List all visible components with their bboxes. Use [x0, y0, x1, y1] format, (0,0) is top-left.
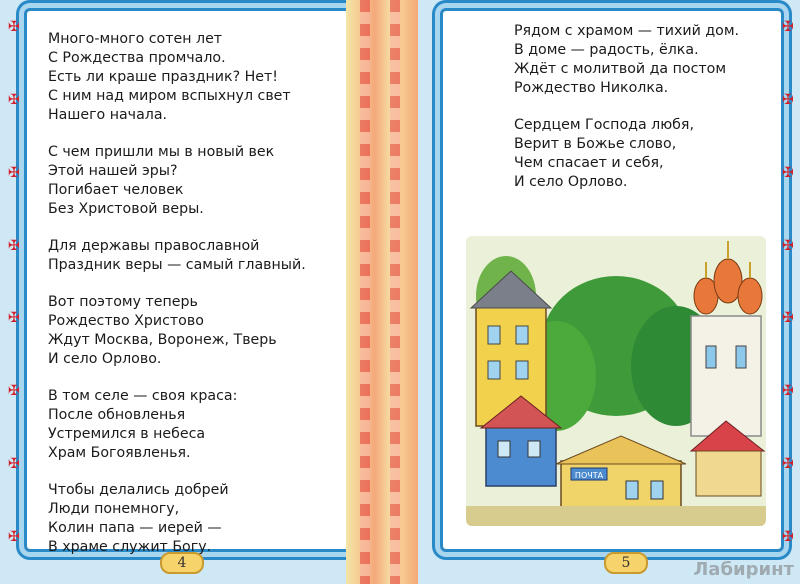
verse-line: Нашего начала.: [48, 107, 168, 123]
ornament-icon: ✠: [8, 528, 20, 545]
stanza: Чтобы делались добрей Люди понемногу, Ко…: [48, 481, 328, 557]
verse-line: Этой нашей эры?: [48, 163, 178, 179]
ornament-icon: ✠: [8, 237, 20, 254]
spine-stripe: [390, 0, 400, 584]
ornament-icon: ✠: [782, 383, 794, 400]
ornament-icon: ✠: [782, 91, 794, 108]
verse-line: После обновленья: [48, 407, 186, 423]
verse-line: Без Христовой веры.: [48, 201, 204, 217]
ornament-icon: ✠: [8, 19, 20, 35]
verse-line: Рядом с храмом — тихий дом.: [514, 23, 740, 39]
left-page: ✠ ✠ ✠ ✠ ✠ ✠ ✠ ✠ Много-много сотен лет С …: [0, 0, 372, 584]
verse-line: Сердцем Господа любя,: [514, 117, 694, 133]
verse-line: С чем пришли мы в новый век: [48, 144, 275, 160]
verse-line: Рождество Христово: [48, 313, 204, 329]
verse-line: Вот поэтому теперь: [48, 294, 198, 310]
ornament-icon: ✠: [782, 456, 794, 473]
verse-line: Ждёт с молитвой да постом: [514, 61, 727, 77]
ornament-icon: ✠: [782, 237, 794, 254]
right-ornament-column: ✠ ✠ ✠ ✠ ✠ ✠ ✠ ✠: [780, 20, 796, 544]
spine-stripe: [360, 0, 370, 584]
ground: [466, 506, 766, 526]
stanza: Рядом с храмом — тихий дом. В доме — рад…: [514, 22, 794, 98]
ornament-icon: ✠: [8, 91, 20, 108]
verse-line: В доме — радость, ёлка.: [514, 42, 699, 58]
ornament-icon: ✠: [8, 310, 20, 327]
verse-line: В том селе — своя краса:: [48, 388, 238, 404]
ornament-icon: ✠: [8, 164, 20, 181]
verse-line: С ним над миром вспыхнул свет: [48, 88, 291, 104]
ornament-icon: ✠: [782, 19, 794, 35]
ornament-icon: ✠: [8, 383, 20, 400]
verse-line: Колин папа — иерей —: [48, 520, 222, 536]
verse-line: Для державы православной: [48, 238, 260, 254]
verse-line: Устремился в небеса: [48, 426, 206, 442]
verse-line: В храме служит Богу.: [48, 539, 212, 555]
post-sign-text: ПОЧТА: [575, 471, 604, 480]
verse-line: Погибает человек: [48, 182, 184, 198]
red-roof-house: [689, 420, 766, 497]
right-page: Рядом с храмом — тихий дом. В доме — рад…: [418, 0, 800, 584]
church: [690, 241, 763, 437]
verse-line: И село Орлово.: [514, 174, 628, 190]
page-number: 4: [160, 552, 204, 574]
verse-line: Праздник веры — самый главный.: [48, 257, 306, 273]
ornament-icon: ✠: [782, 310, 794, 327]
verse-line: Чтобы делались добрей: [48, 482, 229, 498]
village-illustration-svg: ПОЧТА: [466, 236, 766, 526]
verse-line: С Рождества промчало.: [48, 50, 226, 66]
left-ornament-column: ✠ ✠ ✠ ✠ ✠ ✠ ✠ ✠: [6, 20, 22, 544]
verse-line: Много-много сотен лет: [48, 31, 223, 47]
verse-line: Храм Богоявленья.: [48, 445, 191, 461]
stanza: Для державы православной Праздник веры —…: [48, 237, 328, 275]
stanza: Вот поэтому теперь Рождество Христово Жд…: [48, 293, 328, 369]
stanza: Много-много сотен лет С Рождества промча…: [48, 30, 328, 125]
verse-line: Люди понемногу,: [48, 501, 180, 517]
verse-line: Ждут Москва, Воронеж, Тверь: [48, 332, 277, 348]
page-number: 5: [604, 552, 648, 574]
verse-line: Чем спасает и себя,: [514, 155, 664, 171]
blue-house: [479, 395, 563, 487]
verse-line: Есть ли краше праздник? Нет!: [48, 69, 278, 85]
stanza: Сердцем Господа любя, Верит в Божье слов…: [514, 116, 794, 192]
village-illustration: ПОЧТА: [466, 236, 766, 526]
ornament-icon: ✠: [782, 528, 794, 545]
stanza: С чем пришли мы в новый век Этой нашей э…: [48, 143, 328, 219]
left-verse: Много-много сотен лет С Рождества промча…: [48, 30, 328, 575]
verse-line: Верит в Божье слово,: [514, 136, 677, 152]
left-page-frame: [24, 8, 352, 552]
verse-line: И село Орлово.: [48, 351, 162, 367]
right-verse: Рядом с храмом — тихий дом. В доме — рад…: [514, 22, 794, 210]
ornament-icon: ✠: [8, 456, 20, 473]
verse-line: Рождество Николка.: [514, 80, 669, 96]
ornament-icon: ✠: [782, 164, 794, 181]
stanza: В том селе — своя краса: После обновлень…: [48, 387, 328, 463]
watermark-logo: Лабиринт: [693, 559, 794, 580]
yellow-building: [469, 270, 553, 427]
